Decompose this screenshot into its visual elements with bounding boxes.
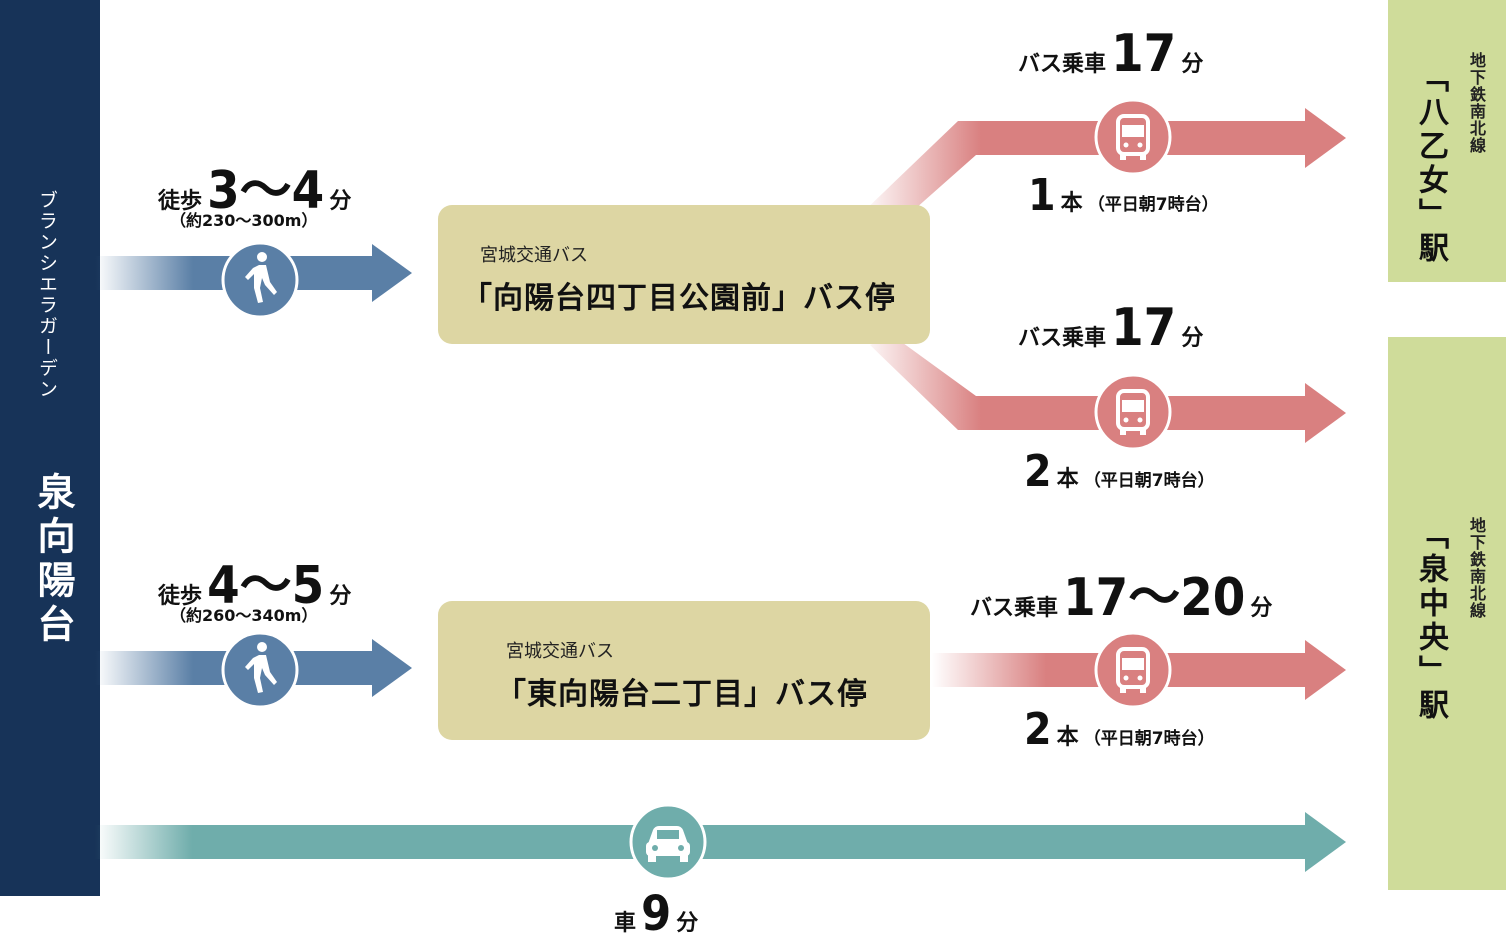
walk-distance-2: （約260〜340m） — [170, 606, 318, 625]
bus-ride-time-3: バス乗車 17〜20 分 — [970, 555, 1272, 630]
bus-stop-box-2: 宮城交通バス 「東向陽台二丁目」バス停 — [438, 601, 930, 740]
car-label: 車 — [614, 911, 637, 936]
bus-frequency-2: 2 本 （平日朝7時台） — [1024, 446, 1215, 497]
walk-time-value: 4〜5 — [207, 556, 325, 616]
destination-yaotome: 地下鉄南北線 「八乙女」駅 — [1388, 0, 1506, 282]
destination-line-label: 地下鉄南北線 — [1467, 52, 1486, 154]
destination-station-name: 「八乙女」駅 — [1413, 62, 1448, 266]
walk-time-value: 3〜4 — [207, 161, 325, 221]
bus-arrow-2 — [870, 335, 1346, 443]
bus-icon — [1094, 98, 1172, 176]
walk-label: 徒歩 — [158, 189, 203, 214]
walk-time-2: 徒歩 4〜5 分 — [158, 543, 351, 618]
walk-time-1: 徒歩 3〜4 分 — [158, 148, 351, 223]
bus-stop-name: 「東向陽台二丁目」バス停 — [496, 677, 868, 712]
walk-distance-1: （約230〜300m） — [170, 211, 318, 230]
walk-time-unit: 分 — [329, 189, 352, 214]
bus-count-unit: 本 — [1056, 467, 1079, 492]
bus-count-value: 2 — [1024, 446, 1052, 497]
destination-station-name: 「泉中央」駅 — [1413, 519, 1448, 723]
bus-operator: 宮城交通バス — [480, 245, 588, 266]
bus-operator: 宮城交通バス — [506, 641, 614, 662]
bus-ride-time-value: 17 — [1111, 24, 1177, 84]
car-arrow — [95, 812, 1346, 872]
bus-count-unit: 本 — [1056, 725, 1079, 750]
bus-count-value: 1 — [1028, 170, 1056, 221]
bus-ride-time-value: 17 — [1111, 298, 1177, 358]
bus-ride-label: バス乗車 — [970, 596, 1059, 621]
bus-ride-time-value: 17〜20 — [1063, 568, 1246, 628]
bus-icon — [1094, 631, 1172, 709]
car-time-value: 9 — [641, 886, 672, 942]
bus-ride-time-1: バス乗車 17 分 — [1018, 24, 1203, 84]
bus-ride-time-unit: 分 — [1181, 326, 1204, 351]
bus-ride-label: バス乗車 — [1018, 326, 1107, 351]
car-icon — [629, 803, 707, 881]
walk-label: 徒歩 — [158, 584, 203, 609]
bus-count-note: （平日朝7時台） — [1087, 195, 1219, 215]
walking-person-icon — [221, 241, 299, 319]
bus-count-note: （平日朝7時台） — [1083, 729, 1215, 749]
destination-line-label: 地下鉄南北線 — [1467, 517, 1486, 619]
destination-izumi-chuo: 地下鉄南北線 「泉中央」駅 — [1388, 337, 1506, 890]
bus-arrow-1 — [860, 108, 1346, 240]
origin-panel — [0, 0, 100, 896]
bus-stop-box-1: 宮城交通バス 「向陽台四丁目公園前」バス停 — [438, 205, 930, 344]
car-time-unit: 分 — [676, 911, 699, 936]
car-time: 車 9 分 — [614, 886, 698, 942]
bus-ride-time-unit: 分 — [1250, 596, 1273, 621]
bus-icon — [1094, 373, 1172, 451]
bus-stop-name: 「向陽台四丁目公園前」バス停 — [462, 281, 896, 316]
bus-ride-time-unit: 分 — [1181, 52, 1204, 77]
bus-ride-label: バス乗車 — [1018, 52, 1107, 77]
bus-count-unit: 本 — [1060, 191, 1083, 216]
bus-frequency-1: 1 本 （平日朝7時台） — [1028, 170, 1219, 221]
bus-count-value: 2 — [1024, 704, 1052, 755]
walking-person-icon — [221, 631, 299, 709]
walk-time-unit: 分 — [329, 584, 352, 609]
bus-ride-time-2: バス乗車 17 分 — [1018, 298, 1203, 358]
origin-name: 泉向陽台 — [31, 472, 75, 648]
bus-frequency-3: 2 本 （平日朝7時台） — [1024, 704, 1215, 755]
bus-count-note: （平日朝7時台） — [1083, 471, 1215, 491]
origin-subtitle: ブランシエラガーデン — [36, 190, 58, 400]
